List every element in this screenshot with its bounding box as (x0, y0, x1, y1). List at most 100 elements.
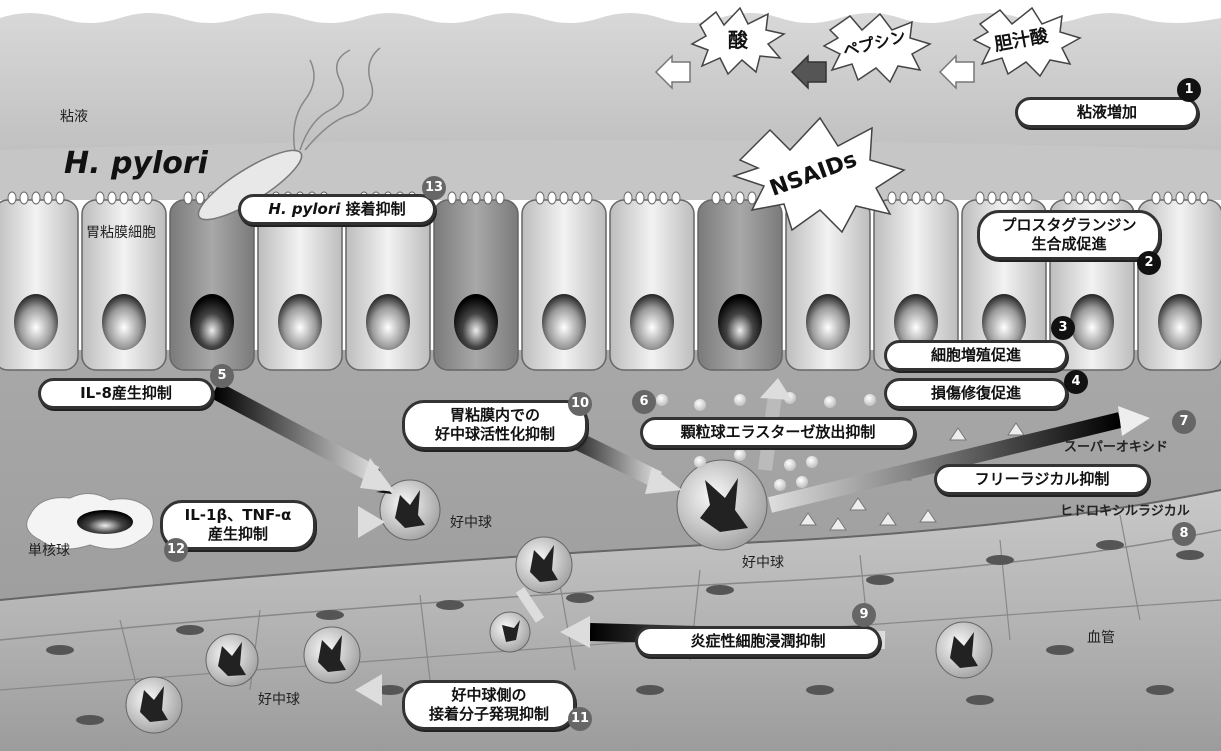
microvillus (999, 191, 1009, 205)
badge-4: 4 (1064, 370, 1088, 394)
microvillus (671, 191, 681, 205)
microvillus (1087, 191, 1097, 205)
cell-nucleus (1158, 294, 1202, 350)
action-6-pill: 顆粒球エラスターゼ放出抑制 (640, 417, 916, 448)
action-11-line2: 接着分子発現抑制 (428, 705, 549, 723)
neutrophil-label-3: 好中球 (258, 692, 300, 708)
cell-nucleus (278, 294, 322, 350)
action-12-line2: 産生抑制 (207, 525, 268, 543)
cell-nucleus (454, 294, 498, 350)
microvillus (735, 191, 745, 205)
action-1-pill: 粘液増加 (1015, 97, 1199, 128)
microvillus (559, 191, 569, 205)
microvillus (571, 191, 581, 205)
badge-12: 12 (164, 538, 188, 562)
microvillus (119, 191, 129, 205)
aggressor-arrows (654, 54, 975, 90)
microvillus (1023, 191, 1033, 205)
acid-label: 酸 (728, 28, 748, 52)
action-2-pill: プロスタグランジン 生合成促進 (977, 210, 1161, 260)
badge-7: 7 (1172, 410, 1196, 434)
cell-nucleus (894, 294, 938, 350)
cell-nucleus (630, 294, 674, 350)
microvillus (1111, 191, 1121, 205)
microvillus (55, 191, 65, 205)
cell-nucleus (366, 294, 410, 350)
microvillus (935, 191, 945, 205)
cell-nucleus (14, 294, 58, 350)
action-10-pill: 胃粘膜内での 好中球活性化抑制 (402, 400, 588, 450)
microvillus (131, 191, 141, 205)
microvillus (923, 191, 933, 205)
action-5-pill: IL-8産生抑制 (38, 378, 214, 409)
microvillus (31, 191, 41, 205)
action-12-line1: IL-1β、TNF-α (184, 506, 292, 524)
action-13-pill: H. pylori 接着抑制 (238, 194, 436, 225)
badge-1: 1 (1177, 78, 1201, 102)
action-7-pill: フリーラジカル抑制 (934, 464, 1150, 495)
microvillus (1187, 191, 1197, 205)
microvillus (483, 191, 493, 205)
neutrophil-label-1: 好中球 (450, 515, 492, 531)
neutrophil-label-2: 好中球 (742, 555, 784, 571)
badge-2: 2 (1137, 251, 1161, 275)
cell-nucleus (190, 294, 234, 350)
superoxide-label: スーパーオキシド (1064, 440, 1168, 455)
microvillus (495, 191, 505, 205)
cell-nucleus (718, 294, 762, 350)
microvillus (647, 191, 657, 205)
cell-nucleus (542, 294, 586, 350)
microvillus (7, 191, 17, 205)
microvillus (535, 191, 545, 205)
badge-10: 10 (568, 392, 592, 416)
microvillus (1199, 191, 1209, 205)
neutrophils (125, 459, 993, 734)
microvillus (459, 191, 469, 205)
microvillus (711, 191, 721, 205)
action-10-line2: 好中球活性化抑制 (434, 425, 555, 443)
microvillus (1063, 191, 1073, 205)
microvillus (659, 191, 669, 205)
badge-5: 5 (210, 364, 234, 388)
badge-6: 6 (632, 390, 656, 414)
microvillus (583, 191, 593, 205)
action-2-line1: プロスタグランジン (1001, 216, 1137, 234)
microvillus (43, 191, 53, 205)
mucus-label: 粘液 (60, 109, 88, 125)
microvillus (107, 191, 117, 205)
action-12-pill: IL-1β、TNF-α 産生抑制 (160, 500, 316, 550)
cell-nucleus (806, 294, 850, 350)
badge-8: 8 (1172, 522, 1196, 546)
microvillus (987, 191, 997, 205)
mononuclear-label: 単核球 (28, 543, 70, 559)
microvillus (1011, 191, 1021, 205)
action-13-prefix: H. pylori (268, 200, 341, 218)
microvillus (471, 191, 481, 205)
microvillus (887, 191, 897, 205)
aggressor-bursts (690, 6, 1082, 234)
microvillus (19, 191, 29, 205)
action-11-pill: 好中球側の 接着分子発現抑制 (402, 680, 576, 730)
cell-nucleus (982, 294, 1026, 350)
microvillus (143, 191, 153, 205)
hydroxyl-radical-label: ヒドロキシルラジカル (1060, 504, 1190, 519)
blood-vessel-label: 血管 (1087, 630, 1115, 646)
microvillus (975, 191, 985, 205)
microvillus (747, 191, 757, 205)
microvillus (1099, 191, 1109, 205)
microvillus (1175, 191, 1185, 205)
action-13-text: 接着抑制 (340, 200, 406, 218)
microvillus (1151, 191, 1161, 205)
action-3-pill: 細胞増殖促進 (884, 340, 1068, 371)
microvillus (623, 191, 633, 205)
gastric-cell-label: 胃粘膜細胞 (86, 225, 156, 241)
cell-nucleus (102, 294, 146, 350)
microvillus (1075, 191, 1085, 205)
microvillus (95, 191, 105, 205)
badge-13: 13 (422, 176, 446, 200)
epithelial-cells (0, 191, 1221, 371)
mononuclear-cell (26, 493, 154, 550)
microvillus (195, 191, 205, 205)
microvillus (547, 191, 557, 205)
